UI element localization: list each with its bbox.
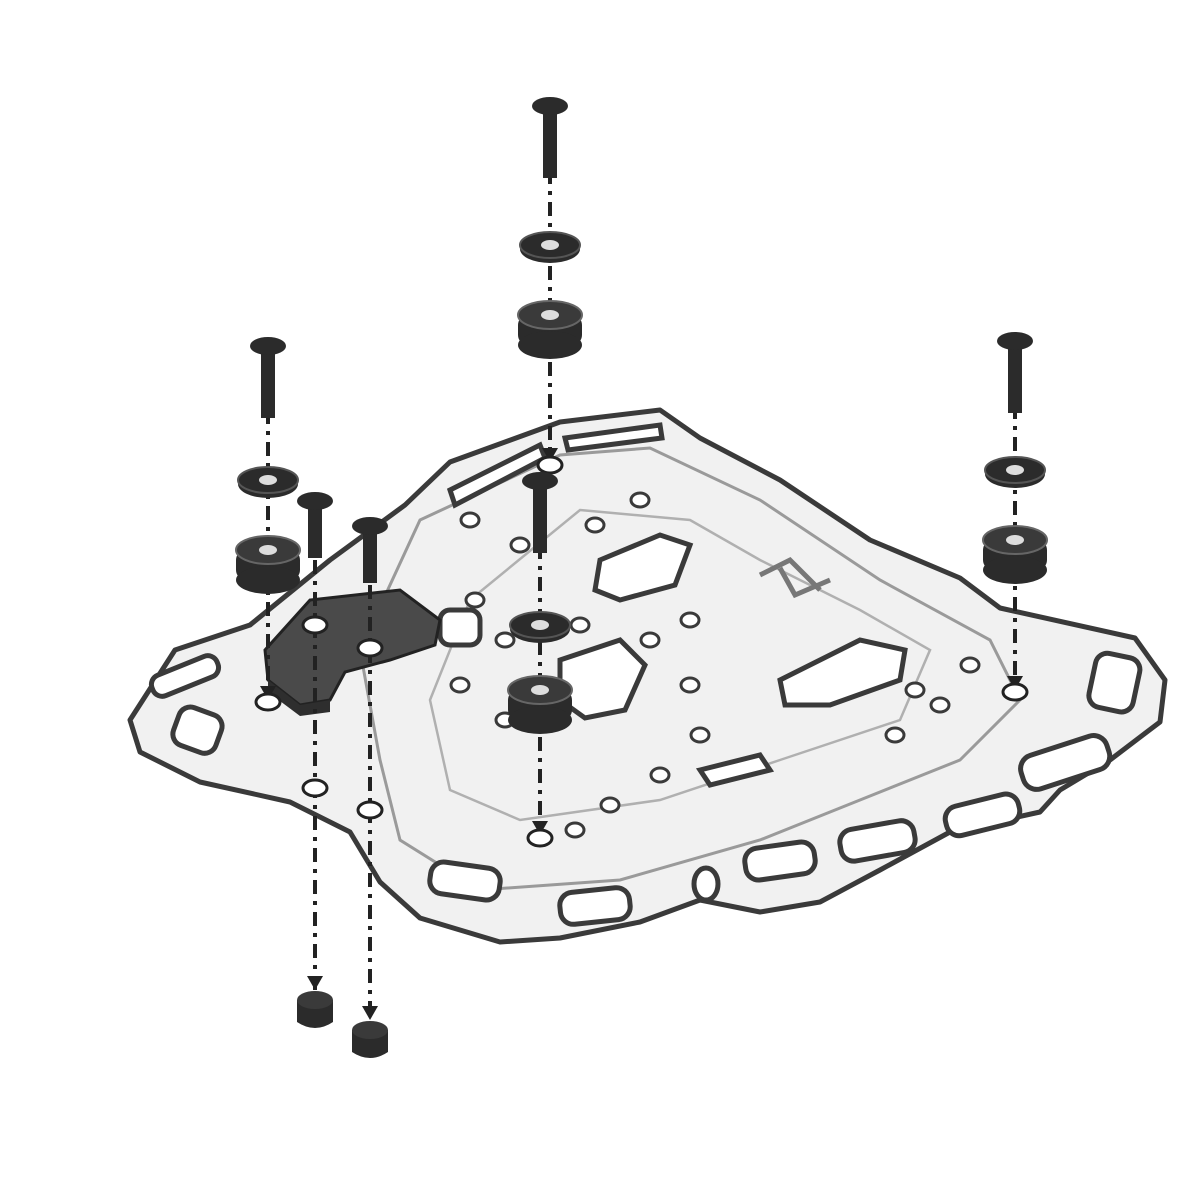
cutout-round [691, 865, 721, 903]
mounting-screw [532, 97, 568, 178]
screw-head [522, 472, 558, 490]
cutout-handle-top [561, 422, 665, 453]
washer [984, 456, 1046, 488]
plate-holes [449, 491, 981, 839]
grommet-hole [259, 545, 277, 555]
mounting-hole [884, 726, 906, 744]
washer-hole [1006, 465, 1024, 475]
rubber-grommet [235, 535, 301, 594]
mounting-hole [564, 821, 586, 839]
cutout-edge [837, 818, 918, 864]
rack-plate [127, 407, 1168, 945]
mounting-hole [679, 611, 701, 629]
screw-shaft [261, 348, 275, 418]
plate-cutouts [148, 422, 1143, 927]
mounting-hole [639, 631, 661, 649]
screw-shaft [543, 108, 557, 178]
target-hole [526, 828, 554, 848]
mounting-hole [689, 726, 711, 744]
mounting-hole [959, 656, 981, 674]
mounting-hole [569, 616, 591, 634]
rubber-grommet [507, 675, 573, 734]
mounting-hole [649, 766, 671, 784]
grommet-hole [541, 310, 559, 320]
arrow-head-icon [307, 976, 323, 990]
washer-hole [541, 240, 559, 250]
washer [237, 466, 299, 498]
cutout-edge [427, 859, 503, 903]
mounting-screw [297, 492, 333, 558]
rubber-grommet [517, 300, 583, 359]
grommet-hole [1006, 535, 1024, 545]
mounting-hole [464, 591, 486, 609]
cutout-edge [437, 607, 483, 648]
target-hole [301, 615, 329, 635]
screw-shaft [1008, 343, 1022, 413]
cutout-edge [942, 791, 1023, 839]
arrow-head-icon [532, 821, 548, 835]
screw-shaft [363, 528, 377, 583]
mounting-hole [509, 536, 531, 554]
screw-head [250, 337, 286, 355]
washer [519, 231, 581, 263]
mounting-hole [459, 511, 481, 529]
mounting-screw [997, 332, 1033, 413]
grommet-bottom [518, 331, 582, 359]
cutout-slot [777, 637, 908, 708]
mounting-hole [629, 491, 651, 509]
screw-head [297, 492, 333, 510]
mounting-hole [679, 676, 701, 694]
grommet-bottom [983, 556, 1047, 584]
mounting-hole [599, 796, 621, 814]
grommet-bottom [236, 566, 300, 594]
cutout-edge [557, 885, 633, 927]
target-hole [356, 800, 384, 820]
grommet-bottom [508, 706, 572, 734]
adapter-block-side [268, 680, 330, 716]
washer-hole [259, 475, 277, 485]
grommet-hole [531, 685, 549, 695]
screw-head [352, 517, 388, 535]
mounting-screw [522, 472, 558, 553]
arrow-head-icon [362, 1006, 378, 1020]
mounting-hole [494, 631, 516, 649]
cutout-slot [695, 752, 775, 788]
mounting-screw [352, 517, 388, 583]
cutout-edge [1018, 733, 1113, 792]
nut-top [352, 1021, 388, 1039]
target-hole [254, 692, 282, 712]
rubber-grommet [982, 525, 1048, 584]
target-hole [356, 638, 384, 658]
brand-logo [758, 556, 831, 599]
nut [297, 991, 333, 1028]
cutout-edge [742, 839, 818, 883]
mounting-hole [449, 676, 471, 694]
cutout-edge [148, 653, 222, 699]
washer-hole [531, 620, 549, 630]
cutout-edge [1086, 650, 1143, 715]
screw-shaft [533, 483, 547, 553]
target-hole [301, 778, 329, 798]
cutout-slot [592, 532, 694, 603]
mounting-hole [904, 681, 926, 699]
nut-top [297, 991, 333, 1009]
target-hole [536, 455, 564, 475]
plate-inner-contour [358, 446, 1022, 892]
mounting-hole [584, 516, 606, 534]
cutout-edge [170, 704, 225, 756]
plate-inner-contour-2 [428, 508, 932, 822]
mounting-hole [929, 696, 951, 714]
screw-shaft [308, 503, 322, 558]
washer [509, 611, 571, 643]
mounting-screw [250, 337, 286, 418]
arrow-head-icon [542, 448, 558, 462]
screw-head [532, 97, 568, 115]
nut [352, 1021, 388, 1058]
screw-head [997, 332, 1033, 350]
target-hole [1001, 682, 1029, 702]
hardware-stacks [235, 97, 1048, 1058]
